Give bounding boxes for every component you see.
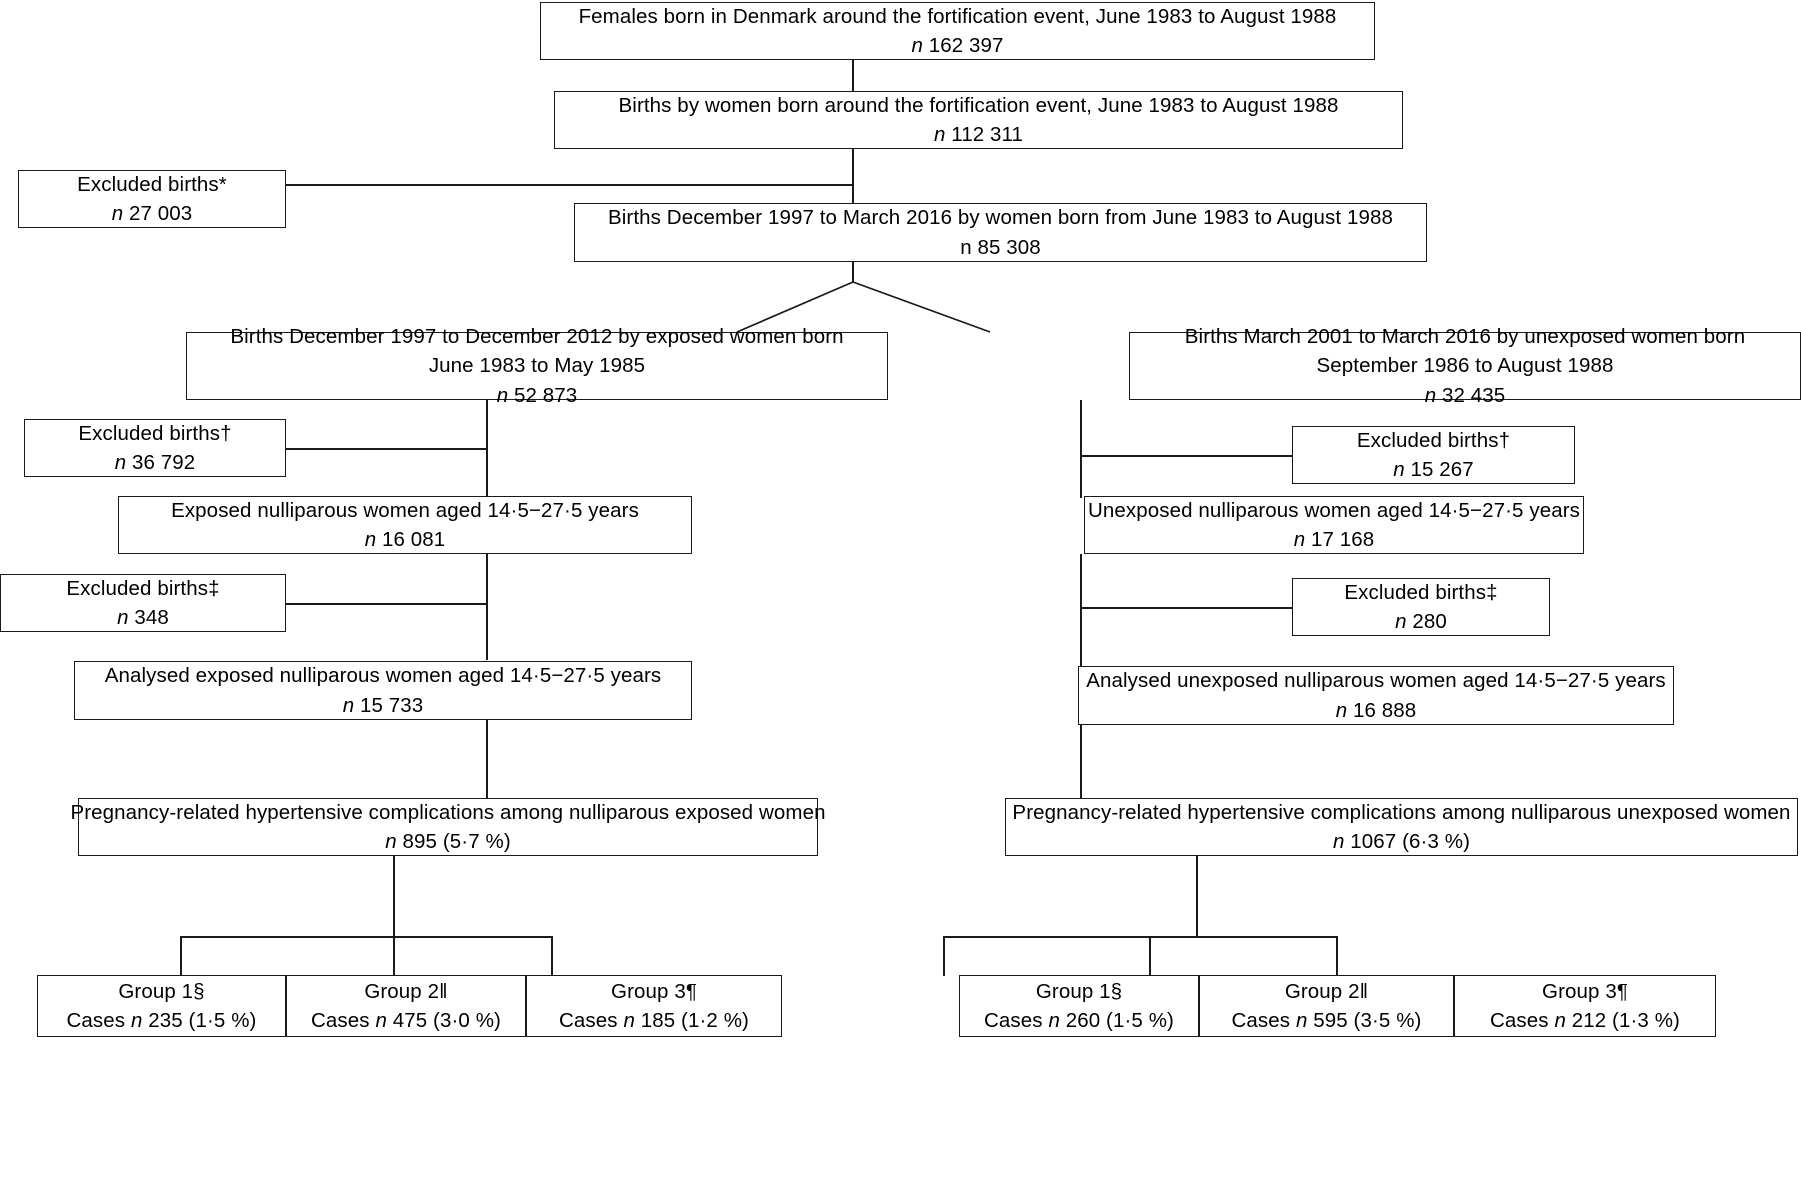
connector-unexposed-group2-drop (1149, 936, 1151, 976)
node-outcome-unexposed: Pregnancy-related hypertensive complicat… (1005, 798, 1798, 856)
connector-unexposed-births-down (1080, 400, 1082, 498)
node-excluded-star-count: n 27 003 (111, 202, 193, 225)
node-excluded-ddagger-right-line1: Excluded births‡ (1344, 580, 1498, 604)
node-excluded-births-ddagger-right: Excluded births‡ n 280 (1292, 578, 1550, 636)
node-excluded-ddagger-left-line1: Excluded births‡ (66, 576, 220, 600)
connector-exposed-null-down (486, 554, 488, 660)
node-exposed-group1: Group 1§ Cases n 235 (1·5 %) (37, 975, 286, 1037)
node-unexposed-group3-label: Group 3¶ (1542, 979, 1628, 1003)
node-analysed-unexposed: Analysed unexposed nulliparous women age… (1078, 666, 1674, 725)
node-exposed-births-line2: June 1983 to May 1985 (428, 354, 646, 378)
node-unexposed-group2-count: Cases n 595 (3·5 %) (1231, 1009, 1422, 1032)
node-exposed-group3-label: Group 3¶ (611, 979, 697, 1003)
node-unexposed-group1-label: Group 1§ (1035, 979, 1123, 1003)
connector-split-diagonals (736, 281, 991, 333)
connector-unexposed-group1-drop (943, 936, 945, 976)
connector-excluded-ddagger-left (286, 603, 487, 605)
node-analysed-unexposed-line1: Analysed unexposed nulliparous women age… (1086, 669, 1666, 693)
node-excluded-dagger-left-line1: Excluded births† (78, 421, 232, 445)
node-excluded-dagger-right-count: n 15 267 (1393, 458, 1474, 481)
connector-analysed-unexposed-down (1080, 725, 1082, 798)
node-analysed-exposed-count: n 15 733 (342, 693, 424, 717)
node-excluded-births-star: Excluded births* n 27 003 (18, 170, 286, 228)
node-births-all-count: n 112 311 (933, 123, 1024, 146)
node-unexposed-nulliparous-line1: Unexposed nulliparous women aged 14·5−27… (1088, 498, 1580, 522)
connector-exposed-groups-bar (180, 936, 552, 938)
node-unexposed-group3-count: Cases n 212 (1·3 %) (1490, 1009, 1680, 1032)
connector-excluded-dagger-right (1080, 455, 1292, 457)
node-analysed-exposed: Analysed exposed nulliparous women aged … (74, 661, 692, 720)
node-excluded-births-dagger-right: Excluded births† n 15 267 (1292, 426, 1575, 484)
node-outcome-exposed: Pregnancy-related hypertensive complicat… (70, 798, 825, 856)
node-births-all: Births by women born around the fortific… (554, 91, 1403, 149)
node-unexposed-nulliparous-count: n 17 168 (1293, 528, 1375, 551)
node-births-window-count: n 85 308 (960, 235, 1041, 259)
connector-exposed-group1-drop (180, 936, 182, 976)
node-births-window-line1: Births December 1997 to March 2016 by wo… (608, 206, 1393, 230)
node-unexposed-group2: Group 2‖ Cases n 595 (3·5 %) (1199, 975, 1454, 1037)
node-excluded-dagger-left-count: n 36 792 (114, 451, 196, 474)
node-exposed-nulliparous-line1: Exposed nulliparous women aged 14·5−27·5… (171, 498, 639, 522)
node-exposed-group2-label: Group 2‖ (364, 979, 448, 1003)
node-exposed-births: Births December 1997 to December 2012 by… (186, 325, 888, 407)
node-excluded-star-line1: Excluded births* (77, 172, 227, 196)
node-exposed-group1-label: Group 1§ (118, 979, 205, 1003)
node-exposed-group2: Group 2‖ Cases n 475 (3·0 %) (286, 975, 526, 1037)
node-excluded-births-ddagger-left: Excluded births‡ n 348 (0, 574, 286, 632)
node-outcome-unexposed-line1: Pregnancy-related hypertensive complicat… (1012, 800, 1791, 824)
node-excluded-dagger-right-line1: Excluded births† (1356, 428, 1511, 452)
node-exposed-group1-count: Cases n 235 (1·5 %) (66, 1009, 257, 1032)
node-outcome-exposed-line1: Pregnancy-related hypertensive complicat… (70, 800, 826, 824)
node-births-window: Births December 1997 to March 2016 by wo… (574, 203, 1427, 262)
connector-births-all-to-window (852, 148, 854, 203)
connector-excluded-ddagger-right (1080, 607, 1292, 609)
connector-outcome-exposed-down (393, 855, 395, 937)
node-unexposed-group1: Group 1§ Cases n 260 (1·5 %) (959, 975, 1199, 1037)
node-exposed-nulliparous: Exposed nulliparous women aged 14·5−27·5… (118, 496, 692, 554)
node-exposed-group3-count: Cases n 185 (1·2 %) (559, 1009, 749, 1032)
node-excluded-ddagger-right-count: n 280 (1395, 610, 1447, 633)
connector-unexposed-group3-drop (1336, 936, 1338, 976)
node-unexposed-births-count: n 32 435 (1424, 383, 1506, 407)
node-analysed-unexposed-count: n 16 888 (1335, 698, 1417, 722)
node-unexposed-group3: Group 3¶ Cases n 212 (1·3 %) (1454, 975, 1716, 1037)
node-unexposed-births: Births March 2001 to March 2016 by unexp… (1129, 325, 1801, 407)
node-source-population-count: n 162 397 (911, 34, 1004, 57)
connector-excluded-dagger-left (286, 448, 487, 450)
node-births-all-line1: Births by women born around the fortific… (618, 93, 1339, 117)
node-excluded-ddagger-left-count: n 348 (117, 606, 169, 629)
node-analysed-exposed-line1: Analysed exposed nulliparous women aged … (104, 664, 662, 688)
node-source-population-line1: Females born in Denmark around the forti… (578, 4, 1337, 28)
node-exposed-nulliparous-count: n 16 081 (364, 528, 446, 551)
connector-window-down (852, 262, 854, 282)
connector-excluded-star (285, 184, 853, 186)
connector-source-to-births-all (852, 59, 854, 94)
node-source-population: Females born in Denmark around the forti… (540, 2, 1375, 60)
connector-unexposed-null-down (1080, 554, 1082, 666)
connector-exposed-group3-drop (551, 936, 553, 976)
node-unexposed-births-line2: September 1986 to August 1988 (1316, 354, 1614, 378)
connector-unexposed-groups-bar (943, 936, 1336, 938)
node-outcome-exposed-count: n 895 (5·7 %) (385, 830, 511, 853)
node-exposed-group3: Group 3¶ Cases n 185 (1·2 %) (526, 975, 782, 1037)
node-unexposed-group1-count: Cases n 260 (1·5 %) (984, 1009, 1174, 1032)
node-outcome-unexposed-count: n 1067 (6·3 %) (1332, 830, 1471, 853)
node-exposed-births-count: n 52 873 (496, 383, 578, 407)
connector-exposed-group2-drop (393, 936, 395, 976)
node-excluded-births-dagger-left: Excluded births† n 36 792 (24, 419, 286, 477)
connector-analysed-exposed-down (486, 720, 488, 798)
node-unexposed-births-line1: Births March 2001 to March 2016 by unexp… (1184, 325, 1746, 349)
node-exposed-group2-count: Cases n 475 (3·0 %) (311, 1009, 501, 1032)
node-unexposed-nulliparous: Unexposed nulliparous women aged 14·5−27… (1084, 496, 1584, 554)
connector-outcome-unexposed-down (1196, 855, 1198, 937)
node-exposed-births-line1: Births December 1997 to December 2012 by… (230, 325, 844, 349)
node-unexposed-group2-label: Group 2‖ (1284, 979, 1369, 1003)
